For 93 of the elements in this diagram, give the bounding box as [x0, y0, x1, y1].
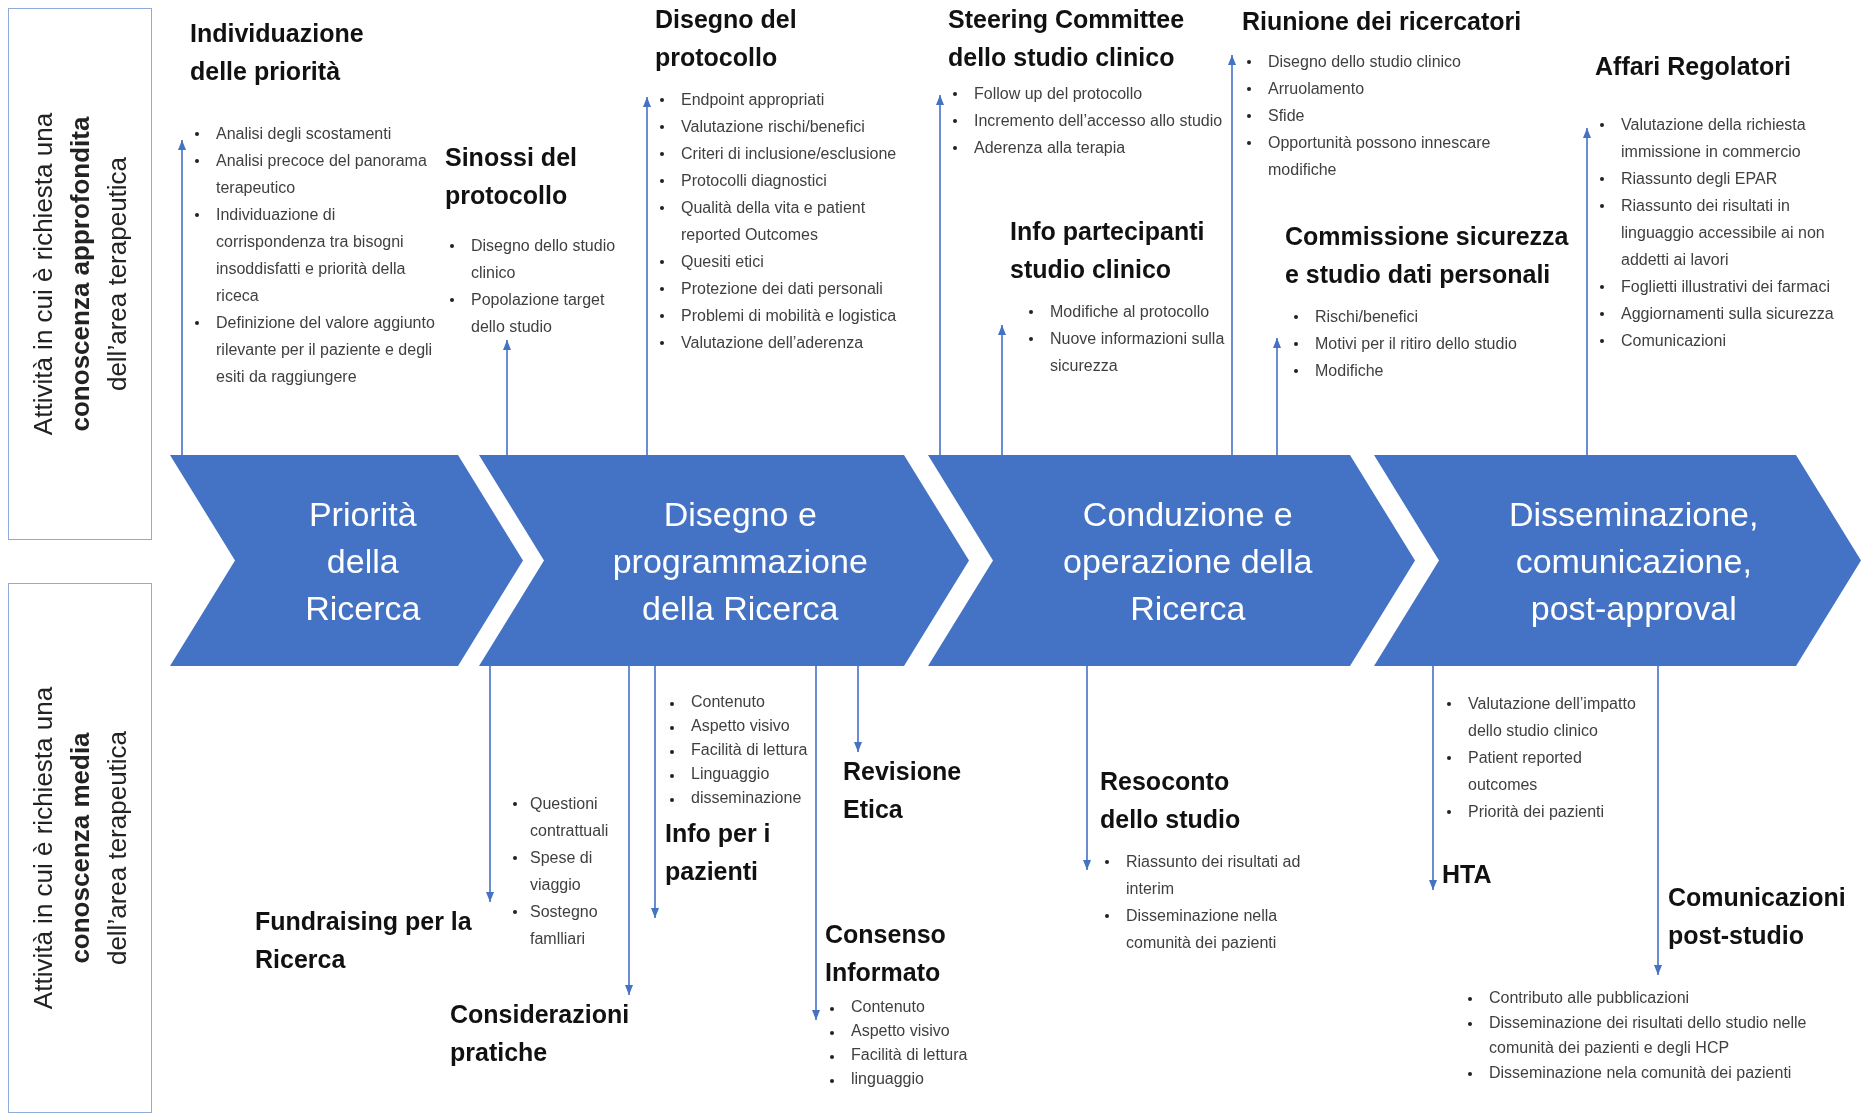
bullet-item: Criteri di inclusione/esclusione [655, 140, 920, 167]
bullet-item: Disegno dello studio clinico [1242, 48, 1552, 75]
arrow [503, 339, 511, 456]
bullet-item: Facilità di lettura [825, 1043, 1010, 1067]
bullet-item: Comunicazioni [1595, 327, 1860, 354]
bullet-item: Priorità dei pazienti [1442, 798, 1642, 825]
bullet-item: Follow up del protocollo [948, 80, 1228, 107]
bullet-item: Questioni contrattuali [508, 790, 624, 844]
bullet-item: Motivi per il ritiro dello studio [1289, 330, 1580, 357]
bullet-item: Disseminazione nella comunità dei pazienti [1100, 902, 1340, 956]
bullet-item: Disseminazione dei risultati dello studio nelle comunità dei pazienti e degli HCP [1463, 1010, 1863, 1060]
bullet-item: Valutazione rischi/benefici [655, 113, 920, 140]
bullet-item: Patient reported outcomes [1442, 744, 1642, 798]
bullet-item: Aspetto visivo [825, 1019, 1010, 1043]
bullet-item: Protocolli diagnostici [655, 167, 920, 194]
bullet-item: Linguaggio [665, 762, 810, 786]
activity-heading: Revisione Etica [843, 756, 963, 825]
arrow [936, 94, 944, 456]
bullet-item: Sostegno famlliari [508, 898, 624, 952]
arrow [178, 139, 186, 456]
bullet-item: Individuazione di corrispondenza tra bisogni insoddisfatti e priorità della riceca [190, 201, 445, 309]
bullet-item: Analisi degli scostamenti [190, 120, 445, 147]
arrow [1654, 665, 1662, 976]
bullet-item: Sfide [1242, 102, 1552, 129]
activity-heading: Commissione sicurezza e studio dati personali [1285, 221, 1570, 290]
bullet-item: Aderenza alla terapia [948, 134, 1228, 161]
bullet-item: Foglietti illustrativi dei farmaci [1595, 273, 1860, 300]
bullet-item: linguaggio [825, 1067, 1010, 1091]
activity-heading: HTA [1442, 859, 1493, 890]
bullet-item: Riassunto dei risultati ad interim [1100, 848, 1340, 902]
bullet-item: Protezione dei dati personali [655, 275, 920, 302]
side-label: Attività in cui è richiesta una conoscenza approfondita dell’area terapeutica [26, 111, 133, 438]
bullet-item: Endpoint appropriati [655, 86, 920, 113]
bullet-item: Incremento dell’accesso allo studio [948, 107, 1228, 134]
activity-heading: Resoconto dello studio [1100, 766, 1242, 835]
activity-heading: Comunicazioni post-studio [1668, 882, 1847, 951]
bullet-item: Contenuto [665, 690, 810, 714]
side-panel [8, 583, 152, 1113]
bullet-item: Rischi/benefici [1289, 303, 1580, 330]
activity-heading: Individuazione delle priorità [190, 18, 365, 87]
activity-heading: Affari Regolatori [1595, 51, 1792, 82]
activity-heading: Steering Committee dello studio clinico [948, 4, 1186, 73]
arrow [486, 665, 494, 903]
bullet-item: Opportunità possono innescare modifiche [1242, 129, 1552, 183]
bullet-item: Aspetto visivo [665, 714, 810, 738]
bullet-item: Modifiche [1289, 357, 1580, 384]
arrow [1429, 665, 1437, 891]
side-panel [8, 8, 152, 540]
arrow [1228, 54, 1236, 456]
bullet-item: Disseminazione nela comunità dei pazienti [1463, 1060, 1863, 1085]
bullet-item: Valutazione dell’impatto dello studio clinico [1442, 690, 1642, 744]
bullet-item: Modifiche al protocollo [1024, 298, 1225, 325]
bullet-item: Problemi di mobilità e logistica [655, 302, 920, 329]
side-label: Attività in cui è richiesta una conoscenza media dell’area terapeutica [26, 685, 133, 1012]
arrow [1273, 337, 1281, 456]
bullet-item: Contenuto [825, 995, 1010, 1019]
bullet-item: Contributo alle pubblicazioni [1463, 985, 1863, 1010]
bullet-item: Valutazione della richiesta immissione in commercio [1595, 111, 1860, 165]
bullet-item: Valutazione dell’aderenza [655, 329, 920, 356]
arrow [812, 665, 820, 1021]
bullet-item: Analisi precoce del panorama terapeutico [190, 147, 445, 201]
arrow [1083, 665, 1091, 871]
activity-heading: Disegno del protocollo [655, 4, 798, 73]
arrow [854, 665, 862, 753]
arrow [643, 96, 651, 456]
bullet-item: Definizione del valore aggiunto rilevante per il paziente e degli esiti da raggiungere [190, 309, 445, 390]
bullet-item: Quesiti etici [655, 248, 920, 275]
bullet-item: Popolazione target dello studio [445, 286, 625, 340]
stage-label: Priorità della Ricerca [304, 493, 422, 628]
arrow [1583, 127, 1591, 456]
stage-label: Disegno e programmazione della Ricerca [611, 493, 869, 628]
activity-heading: Considerazioni pratiche [450, 999, 631, 1068]
bullet-item: Riassunto dei risultati in linguaggio accessibile ai non addetti ai lavori [1595, 192, 1860, 273]
activity-heading: Info per i pazienti [665, 818, 772, 887]
stage-label: Disseminazione, comunicazione, post-approval [1508, 493, 1760, 629]
bullet-item: Nuove informazioni sulla sicurezza [1024, 325, 1225, 379]
activity-heading: Sinossi del protocollo [445, 142, 578, 211]
bullet-item: Disegno dello studio clinico [445, 232, 625, 286]
bullet-item: Facilità di lettura [665, 738, 810, 762]
bullet-item: Spese di viaggio [508, 844, 624, 898]
bullet-item: Riassunto degli EPAR [1595, 165, 1860, 192]
bullet-item: disseminazione [665, 786, 810, 810]
stage-label: Conduzione e operazione della Ricerca [1062, 493, 1314, 628]
arrow [651, 665, 659, 919]
activity-heading: Fundraising per la Ricerca [255, 906, 473, 975]
activity-heading: Riunione dei ricercatori [1242, 6, 1523, 37]
arrow [625, 665, 633, 996]
bullet-item: Qualità della vita e patient reported Outcomes [655, 194, 920, 248]
bullet-item: Arruolamento [1242, 75, 1552, 102]
arrow [998, 324, 1006, 456]
activity-heading: Consenso Informato [825, 919, 947, 988]
activity-heading: Info partecipanti studio clinico [1010, 216, 1206, 285]
bullet-item: Aggiornamenti sulla sicurezza [1595, 300, 1860, 327]
